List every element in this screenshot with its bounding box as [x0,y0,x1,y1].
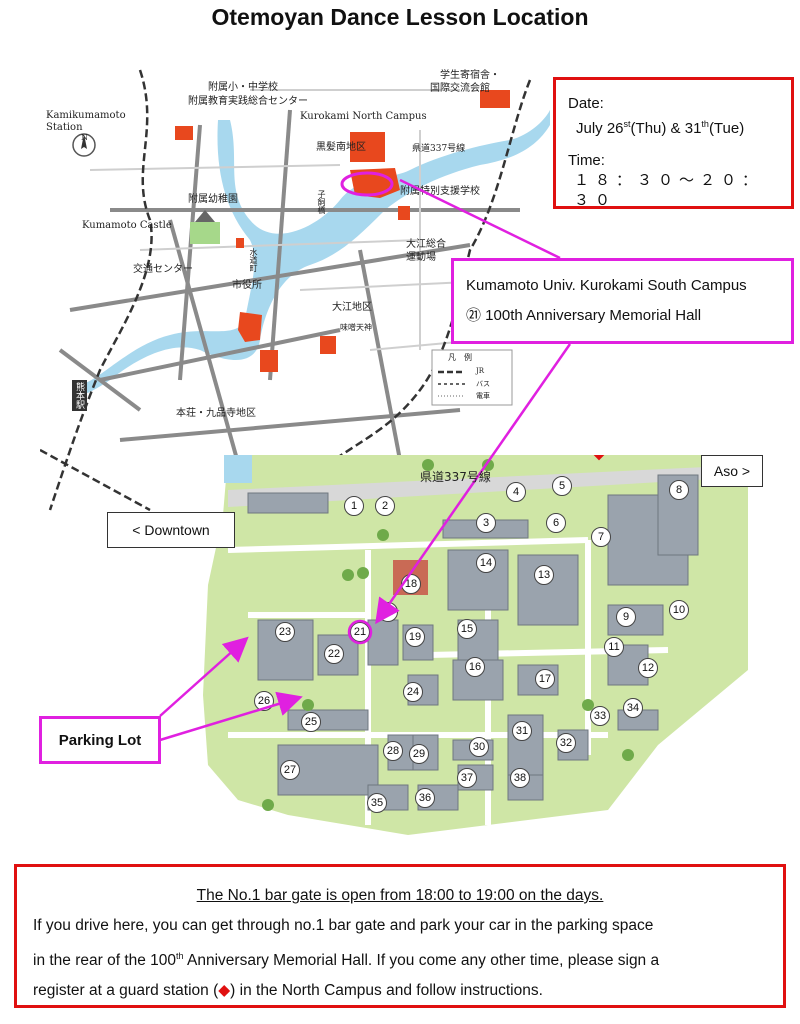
ajisaki-label: 味噌天神 [340,323,372,332]
legend-title: 凡 例 [448,353,472,362]
building-number-17: 17 [535,669,555,689]
downtown-direction-label: < Downtown [107,512,235,548]
building-number-32: 32 [556,733,576,753]
building-number-22: 22 [324,644,344,664]
kurokami-north-label: Kurokami North Campus [300,111,427,122]
building-number-16: 16 [465,657,485,677]
building-number-13: 13 [534,565,554,585]
time-label: Time: [568,152,605,169]
building-number-15: 15 [457,619,477,639]
building-number-3: 3 [476,513,496,533]
building-number-34: 34 [623,698,643,718]
location-box: Kumamoto Univ. Kurokami South Campus ㉑ 1… [451,258,794,344]
legend-bus: バス [476,380,490,388]
kindergarten-label: 附属幼稚園 [188,194,238,205]
building-number-4: 4 [506,482,526,502]
building-number-28: 28 [383,741,403,761]
building-number-30: 30 [469,737,489,757]
notice-line-1: If you drive here, you can get through n… [33,917,654,934]
building-number-14: 14 [476,553,496,573]
koshi-bridge-label: 子飼橋 [317,190,326,214]
guard-station-diamond-icon: ◆ [218,982,231,1000]
building-number-12: 12 [638,658,658,678]
building-number-38: 38 [510,768,530,788]
building-number-1: 1 [344,496,364,516]
page-title: Otemoyan Dance Lesson Location [211,4,589,30]
city-hall-label: 市役所 [232,280,262,291]
building-number-33: 33 [590,706,610,726]
dorm-label: 学生寄宿舎・ [440,70,500,81]
kumamoto-castle-label: Kumamoto Castle [82,220,172,231]
ooe-stadium-label-1: 大江総合 [406,239,446,250]
building-number-35: 35 [367,793,387,813]
building-number-27: 27 [280,760,300,780]
building-number-5: 5 [552,476,572,496]
building-number-10: 10 [669,600,689,620]
legend-tram: 電車 [476,392,490,400]
building-number-36: 36 [415,788,435,808]
notice-line-2: in the rear of the 100th Anniversary Mem… [33,951,660,970]
notice-heading: The No.1 bar gate is open from 18:00 to … [196,887,604,904]
kumamoto-station-label: 熊本駅 [72,380,87,411]
notice-box: The No.1 bar gate is open from 18:00 to … [14,864,786,1008]
date-value: July 26st(Thu) & 31th(Tue) [576,119,745,137]
location-campus: Kumamoto Univ. Kurokami South Campus [466,277,747,294]
building-number-8: 8 [669,480,689,500]
kurokami-south-area-label: 黒髪南地区 [316,142,366,153]
notice-line-3: register at a guard station (◆) in the N… [33,982,543,1000]
building-number-9: 9 [616,607,636,627]
building-number-11: 11 [604,637,624,657]
date-time-box: Date: July 26st(Thu) & 31th(Tue) Time: １… [553,77,794,209]
elementary-label: 附属小・中学校 [208,82,278,93]
campus-route-label: 県道337号線 [420,470,491,484]
kamikumamoto-station-label: Kamikumamoto Station [46,110,126,133]
city-map [40,69,550,512]
building-number-2: 2 [375,496,395,516]
ooe-area-label: 大江地区 [332,302,372,313]
aso-direction-label: Aso > [701,455,763,487]
special-school-label: 附属特別支援学校 [400,186,480,197]
legend-jr: JR [476,367,485,375]
building-number-25: 25 [301,712,321,732]
building-number-19: 19 [405,627,425,647]
education-center-label: 附属教育実践総合センター [188,96,308,107]
building-number-21: 21 [350,622,370,642]
building-number-29: 29 [409,744,429,764]
river [80,110,550,395]
building-number-23: 23 [275,622,295,642]
exchange-label: 国際交流会館 [430,83,490,94]
ooe-stadium-label-2: 運動場 [406,252,436,263]
north-arrow-label: N [81,133,88,142]
building-number-24: 24 [403,682,423,702]
building-number-7: 7 [591,527,611,547]
suido-label: 水道町 [249,248,258,272]
time-value: １８：３０～２０：３０ [574,172,764,209]
building-number-31: 31 [512,721,532,741]
building-number-6: 6 [546,513,566,533]
date-label: Date: [568,95,604,112]
parking-lot-label: Parking Lot [39,716,161,764]
kotsu-center-label: 交通センター [133,264,193,275]
campus-map [203,455,748,835]
building-number-37: 37 [457,768,477,788]
route-337-label: 県道337号線 [412,144,466,154]
location-hall: ㉑ 100th Anniversary Memorial Hall [466,307,702,324]
honjo-label: 本荘・九品寺地区 [176,408,256,419]
